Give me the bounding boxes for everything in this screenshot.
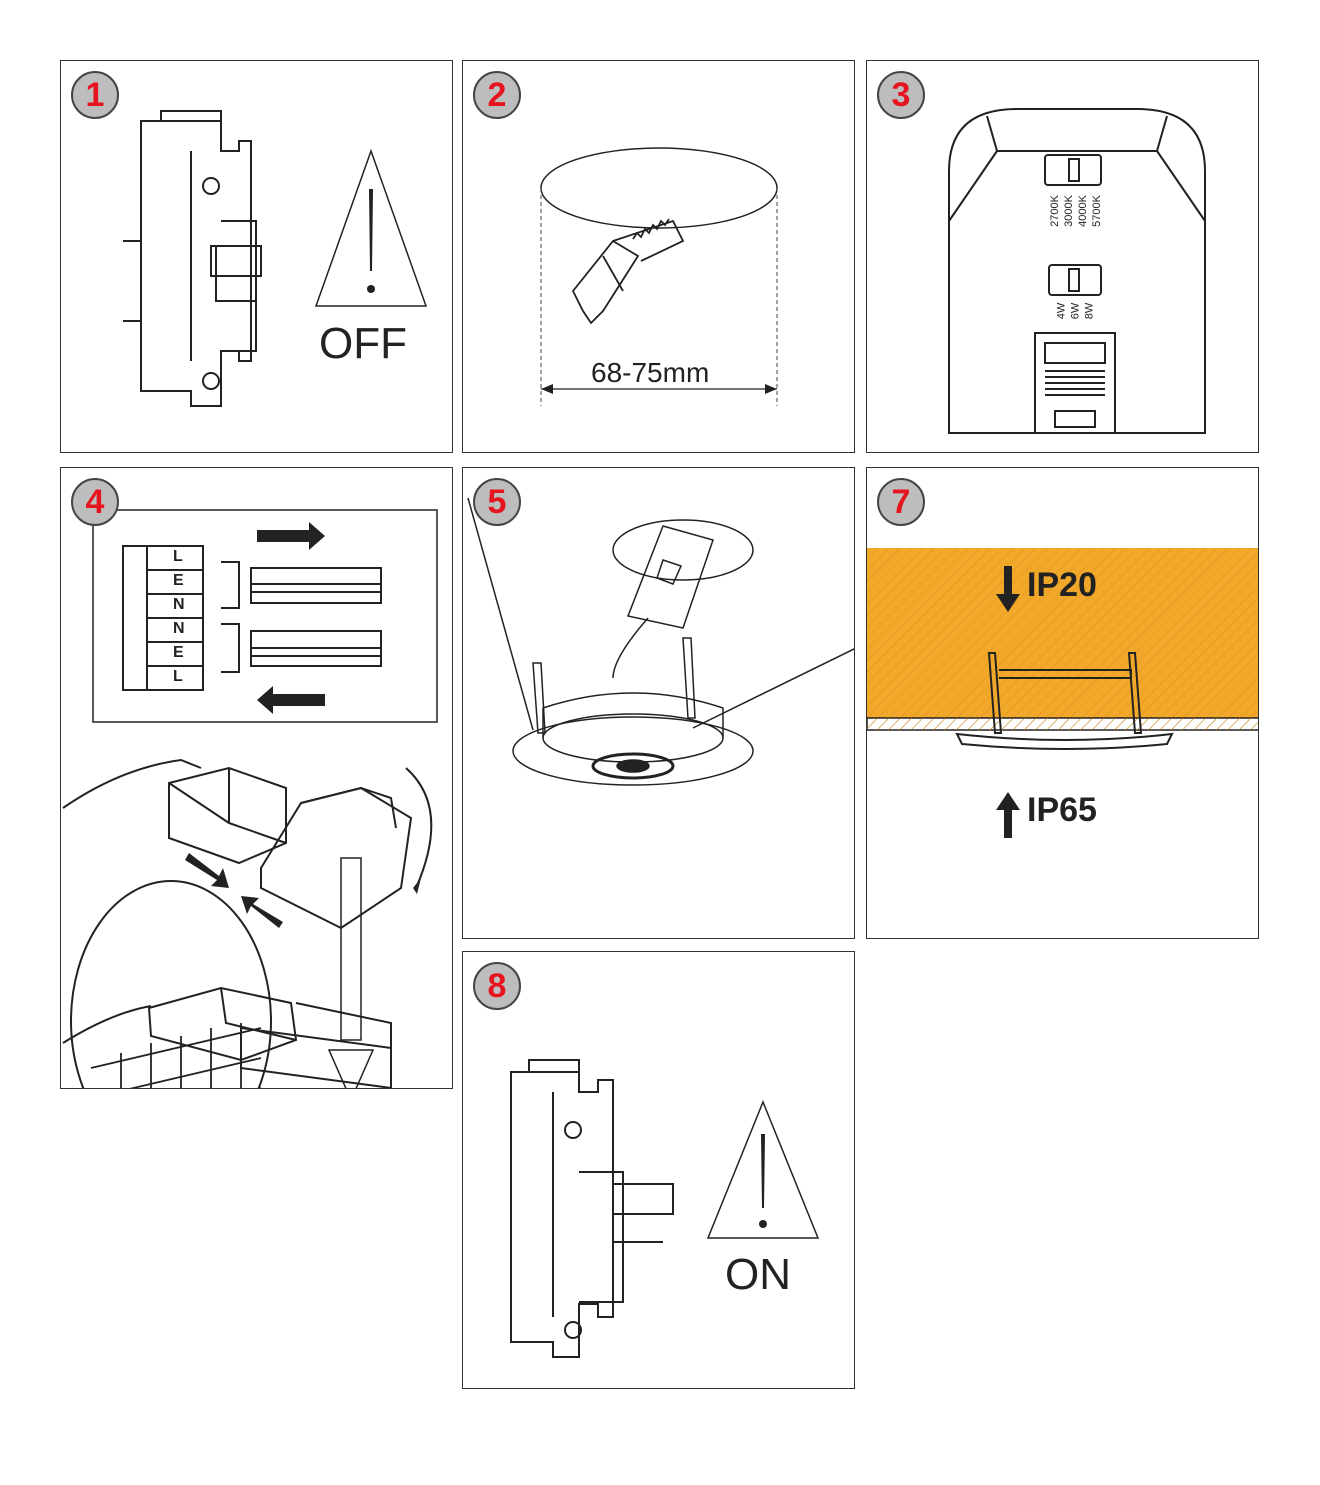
step-badge-1: 1	[71, 71, 119, 119]
watt-4w-label: 4W	[1055, 302, 1068, 320]
watt-8w-label: 8W	[1083, 302, 1096, 320]
downlight-installation-illustration	[467, 497, 854, 786]
circuit-breaker-on-illustration	[510, 1059, 674, 1358]
warning-triangle-icon	[706, 1099, 820, 1239]
terminal-letter-e: E	[173, 572, 184, 589]
ip20-label: IP20	[1027, 566, 1097, 604]
ip-rating-section-illustration	[867, 548, 1258, 838]
cct-2700k-label: 2700K	[1048, 195, 1061, 227]
panel-step-1: 1 OFF	[60, 60, 453, 453]
panel-step-4: 4	[60, 467, 453, 1089]
cct-5700k-label: 5700K	[1090, 195, 1103, 227]
panel-step-5: 5	[462, 467, 855, 939]
wiring-terminal-illustration	[62, 509, 438, 1088]
closed-driver-box-illustration	[62, 986, 392, 1088]
circuit-breaker-off-illustration	[123, 110, 262, 407]
terminal-letter-n: N	[173, 620, 185, 637]
panel-step-2: 2 68-75mm	[462, 60, 855, 453]
off-label: OFF	[319, 319, 407, 368]
step-badge-5: 5	[473, 478, 521, 526]
terminal-letter-group: L E N N E L	[169, 548, 199, 690]
cct-4000k-label: 4000K	[1076, 195, 1089, 227]
step-badge-3: 3	[877, 71, 925, 119]
panel-step-7: 7 IP20 IP65	[866, 467, 1259, 939]
on-label: ON	[725, 1250, 791, 1299]
step-badge-2: 2	[473, 71, 521, 119]
terminal-letter-n: N	[173, 596, 185, 613]
wattage-label-group: 4W 6W 8W	[1055, 299, 1107, 329]
cct-3000k-label: 3000K	[1062, 195, 1075, 227]
panel-step-8: 8 ON	[462, 951, 855, 1389]
cut-out-hole-illustration	[540, 147, 778, 406]
terminal-letter-l: L	[173, 668, 183, 685]
ip65-label: IP65	[1027, 791, 1097, 829]
driver-switch-illustration	[948, 108, 1206, 434]
watt-6w-label: 6W	[1069, 302, 1082, 320]
step-badge-4: 4	[71, 478, 119, 526]
cut-out-dimension-label: 68-75mm	[591, 357, 710, 388]
step-badge-7: 7	[877, 478, 925, 526]
terminal-letter-l: L	[173, 548, 183, 565]
cct-label-group: 2700K 3000K 4000K 5700K	[1047, 189, 1111, 237]
warning-triangle-icon	[314, 148, 428, 307]
step-badge-8: 8	[473, 962, 521, 1010]
terminal-letter-e: E	[173, 644, 184, 661]
panel-step-3: 3 2700K 3000K 4000K 5700K 4W 6W 8W	[866, 60, 1259, 453]
